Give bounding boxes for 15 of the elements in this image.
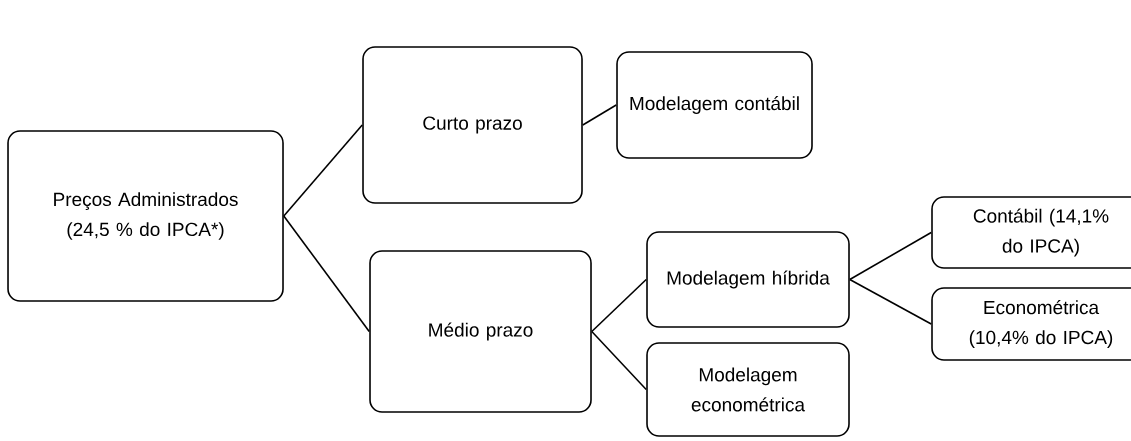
connector-line [283, 124, 363, 217]
connector-line [591, 330, 647, 391]
connector-line [849, 278, 932, 325]
process-box: Contábil (14,1% do IPCA) [931, 196, 1131, 269]
connector-line [591, 278, 647, 333]
process-box: Modelagem econométrica [646, 342, 850, 437]
process-box: Médio prazo [369, 250, 592, 413]
connector-line [849, 231, 932, 281]
process-box: Curto prazo [362, 46, 583, 204]
process-box: Modelagem contábil [616, 51, 813, 159]
process-box: Econométrica (10,4% do IPCA) [931, 287, 1131, 361]
connector-line [582, 104, 617, 126]
process-box: Modelagem híbrida [646, 231, 850, 328]
process-box: Preços Administrados (24,5 % do IPCA*) [7, 130, 284, 302]
connector-line [283, 215, 370, 333]
